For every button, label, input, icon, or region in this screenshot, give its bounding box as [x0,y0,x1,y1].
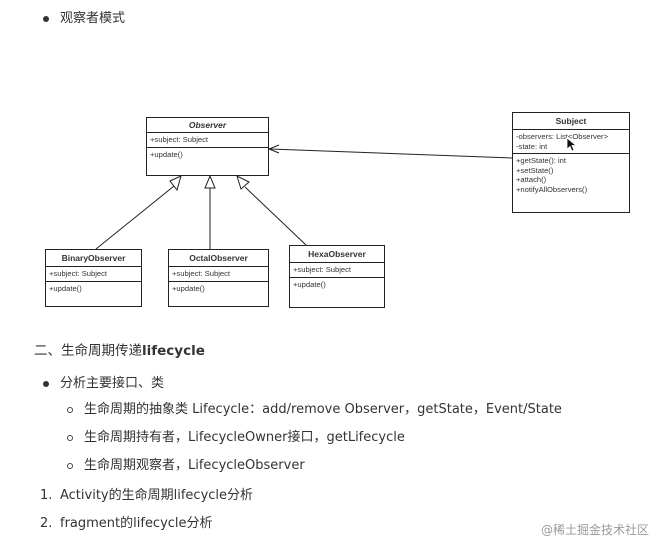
method: +update() [49,283,82,293]
attribute: +subject: Subject [172,269,231,278]
method: +getState(): int [516,156,567,166]
sub-item: 生命周期观察者，LifecycleObserver [84,458,305,473]
uml-class-octal-observer: OctalObserver +subject: Subject +update(… [168,249,269,307]
inheritance-triangle-octal [204,174,216,189]
heading-prefix: 二、生命周期传递 [34,343,142,359]
class-name: OctalObserver [169,250,268,267]
observer-pattern-heading: 观察者模式 [60,11,126,26]
method: +attach() [516,175,547,185]
mouse-cursor-icon [566,137,578,152]
ordered-number: 1. [40,488,53,503]
ordered-number: 2. [40,516,53,531]
method: +update() [150,149,183,159]
attribute: +subject: Subject [49,269,108,278]
watermark: @稀土掘金技术社区 [541,523,650,537]
class-name: HexaObserver [290,246,384,263]
method: +update() [293,279,326,289]
attribute: -observers: List<Observer> [516,132,609,141]
sub-bullet-circle [67,407,73,413]
sub-bullet-circle [67,463,73,469]
uml-class-subject: Subject -observers: List<Observer> -stat… [512,112,630,213]
lifecycle-section-heading: 二、生命周期传递lifecycle [34,343,205,359]
heading-bold: lifecycle [142,343,205,359]
class-name: Subject [513,113,629,130]
method: +setState() [516,165,554,175]
attribute: -state: int [516,141,548,151]
inheritance-triangle-binary [169,175,182,192]
attributes-section: +subject: Subject [46,267,141,282]
sub-item: 生命周期持有者，LifecycleOwner接口，getLifecycle [84,430,405,445]
sub-item: 生命周期的抽象类 Lifecycle：add/remove Observer，g… [84,402,562,417]
methods-section: +update() [147,148,268,162]
methods-section: +update() [290,278,384,292]
class-name: Observer [147,118,268,133]
attributes-section: +subject: Subject [147,133,268,148]
attribute: +subject: Subject [293,265,352,274]
association-line [269,148,513,159]
inheritance-line-binary [95,185,175,250]
inheritance-triangle-hexa [236,175,250,190]
methods-section: +getState(): int +setState() +attach() +… [513,154,629,196]
method: +notifyAllObservers() [516,184,588,194]
association-arrowhead [267,144,280,154]
method: +update() [172,283,205,293]
attributes-section: +subject: Subject [290,263,384,278]
attribute: +subject: Subject [150,135,209,144]
uml-class-hexa-observer: HexaObserver +subject: Subject +update() [289,245,385,308]
analyze-heading: 分析主要接口、类 [60,376,165,391]
sub-bullet-circle [67,435,73,441]
class-name: BinaryObserver [46,250,141,267]
methods-section: +update() [169,282,268,296]
inheritance-line-hexa [244,186,307,246]
bullet-dot [43,16,49,22]
uml-class-observer: Observer +subject: Subject +update() [146,117,269,176]
ordered-item: Activity的生命周期lifecycle分析 [60,488,254,503]
bullet-dot [43,381,49,387]
uml-class-binary-observer: BinaryObserver +subject: Subject +update… [45,249,142,307]
attributes-section: -observers: List<Observer> -state: int [513,130,629,155]
methods-section: +update() [46,282,141,296]
attributes-section: +subject: Subject [169,267,268,282]
ordered-item: fragment的lifecycle分析 [60,516,213,531]
